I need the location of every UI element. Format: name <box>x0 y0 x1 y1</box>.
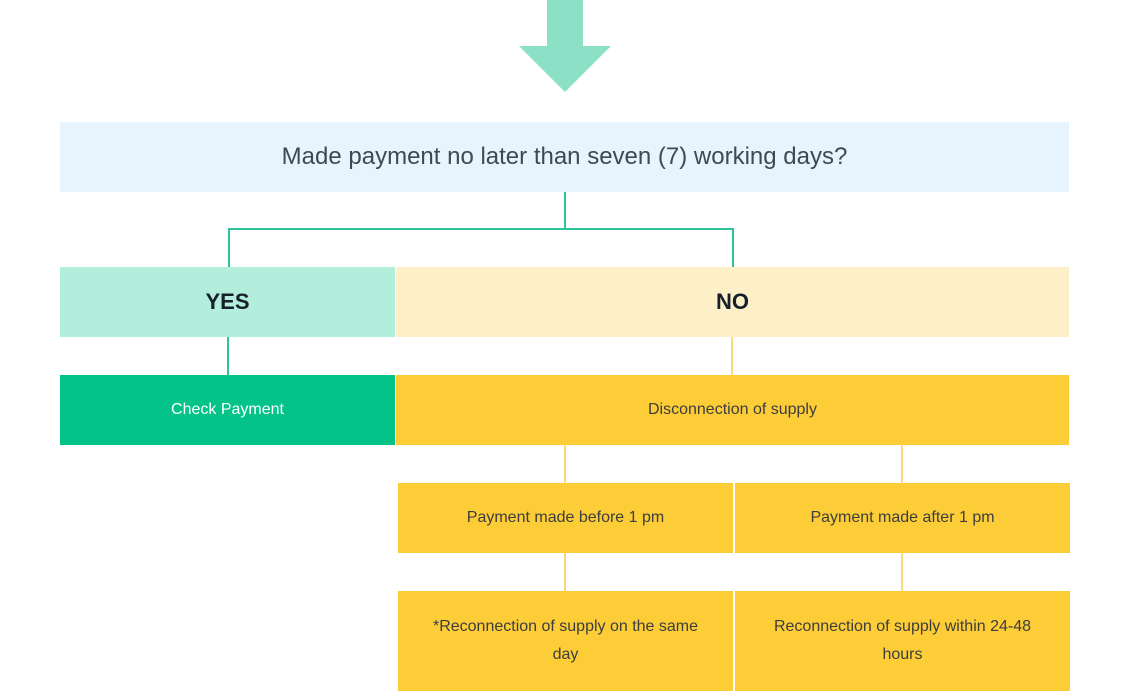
disconnection-box: Disconnection of supply <box>396 375 1069 445</box>
connector-after-down <box>901 553 903 591</box>
connector-question-down <box>564 192 566 229</box>
payment-before-text: Payment made before 1 pm <box>466 509 665 526</box>
connector-no-down <box>731 337 733 375</box>
payment-before-box: Payment made before 1 pm <box>398 483 733 553</box>
question-box: Made payment no later than seven (7) wor… <box>60 122 1069 192</box>
connector-to-no <box>732 228 734 267</box>
connector-before-down <box>564 553 566 591</box>
disconnection-text: Disconnection of supply <box>648 401 817 418</box>
connector-horizontal <box>228 228 734 230</box>
connector-to-yes <box>228 228 230 267</box>
yes-header: YES <box>60 267 395 337</box>
no-header: NO <box>396 267 1069 337</box>
question-text: Made payment no later than seven (7) wor… <box>281 143 848 170</box>
down-arrow-icon <box>519 0 611 92</box>
reconnection-24-48-text: Reconnection of supply within 24-48 hour… <box>773 618 1032 663</box>
yes-label: YES <box>205 289 250 314</box>
payment-after-text: Payment made after 1 pm <box>810 509 995 526</box>
check-payment-box: Check Payment <box>60 375 395 445</box>
connector-to-after <box>901 445 903 483</box>
check-payment-text: Check Payment <box>171 401 284 418</box>
reconnection-same-day-text: *Reconnection of supply on the same day <box>432 618 699 663</box>
connector-to-before <box>564 445 566 483</box>
reconnection-24-48-box: Reconnection of supply within 24-48 hour… <box>735 591 1070 691</box>
reconnection-same-day-box: *Reconnection of supply on the same day <box>398 591 733 691</box>
connector-yes-down <box>227 337 229 375</box>
payment-after-box: Payment made after 1 pm <box>735 483 1070 553</box>
no-label: NO <box>716 289 749 314</box>
